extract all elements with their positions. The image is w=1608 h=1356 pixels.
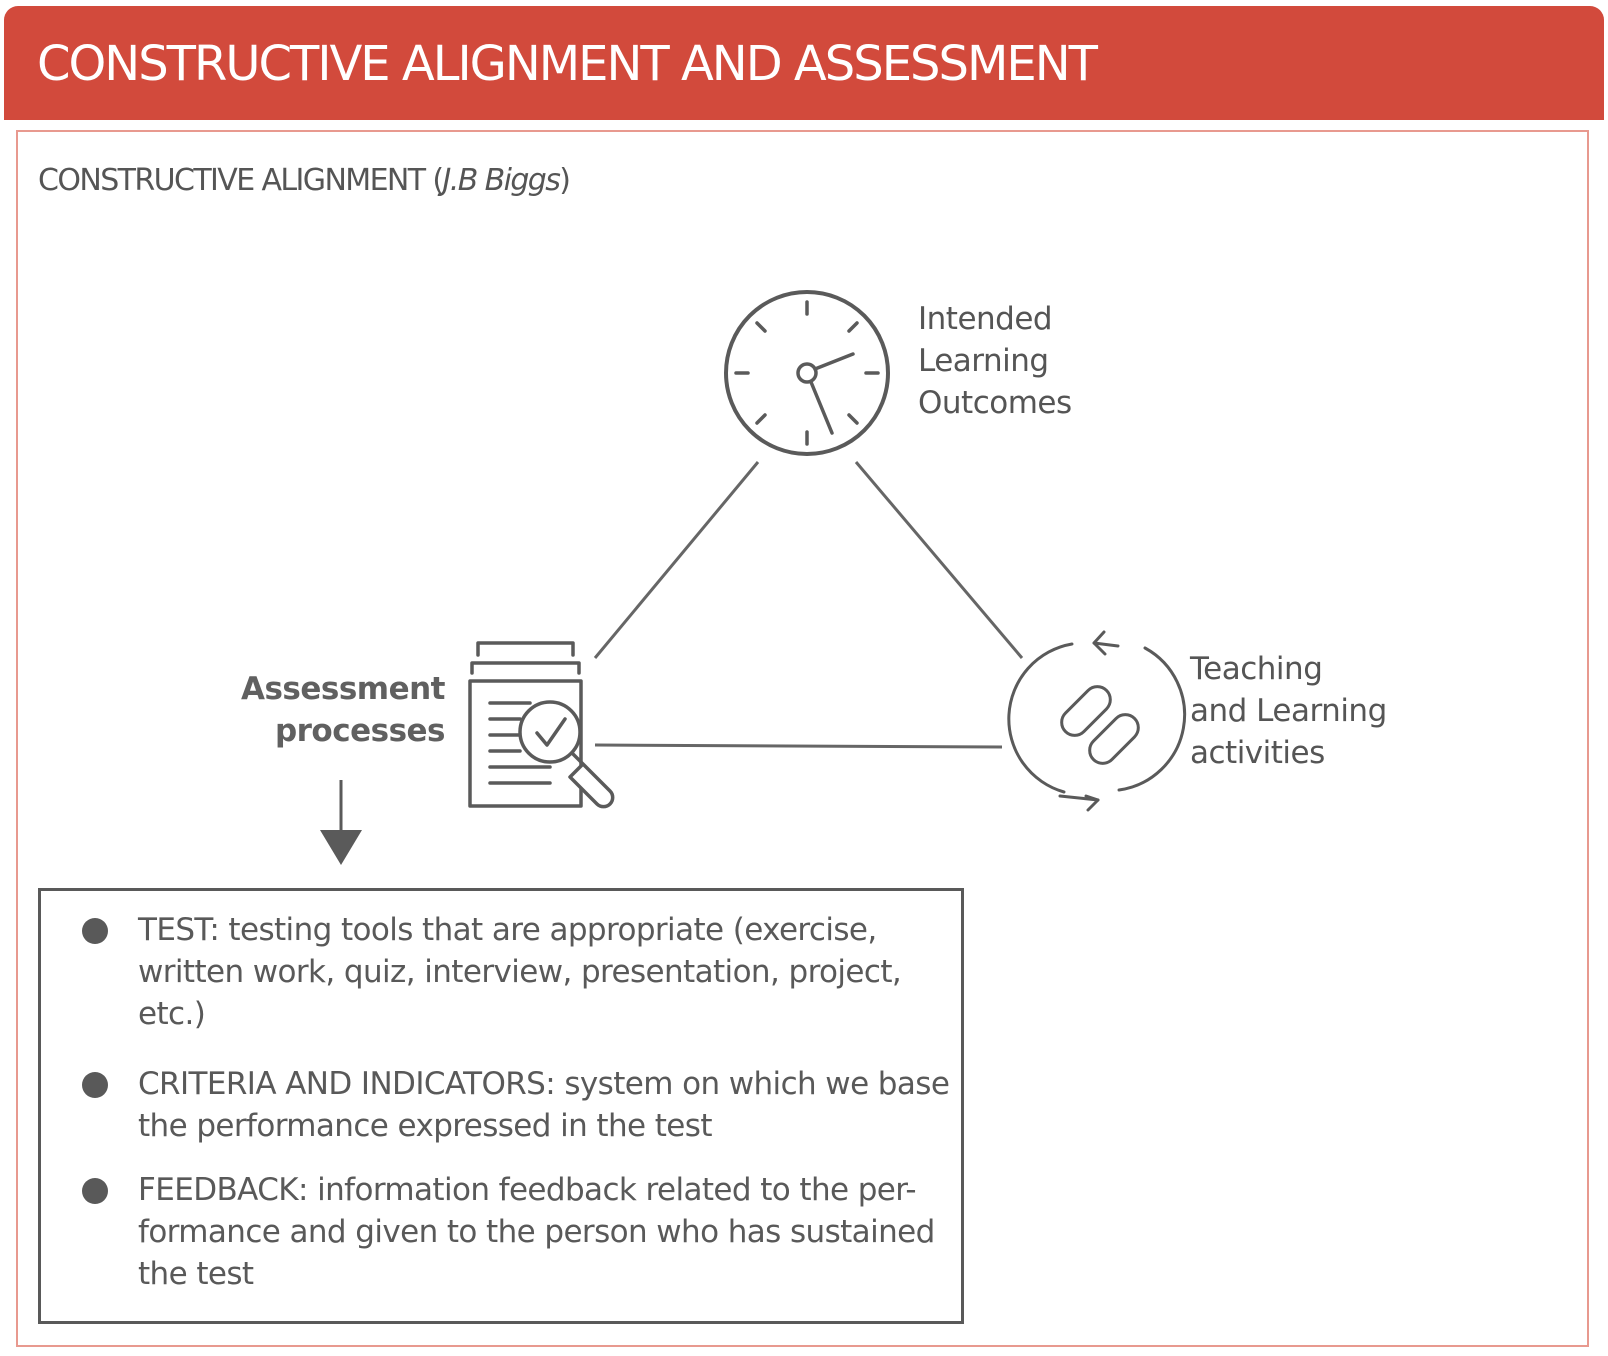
label-line: activities	[1190, 735, 1325, 771]
label-line: Intended	[918, 301, 1053, 337]
list-item: CRITERIA AND INDICATORS: system on which…	[82, 1063, 950, 1147]
label-line: processes	[274, 713, 446, 749]
assessment-criteria-box: TEST: testing tools that are appropriate…	[38, 888, 964, 1324]
document-magnifier-icon	[468, 641, 615, 809]
item-line: formance and given to the person who has…	[138, 1214, 935, 1250]
label-line: Teaching	[1190, 651, 1323, 687]
label-line: Learning	[918, 343, 1049, 379]
label-line: and Learning	[1190, 693, 1387, 729]
content-panel	[16, 130, 1589, 1347]
link-cycle-icon	[1007, 630, 1187, 812]
page-title: CONSTRUCTIVE ALIGNMENT AND ASSESSMENT	[37, 36, 1098, 92]
item-line: CRITERIA AND INDICATORS: system on which…	[138, 1066, 950, 1102]
list-item: TEST: testing tools that are appropriate…	[82, 909, 950, 1035]
clock-icon	[724, 290, 890, 456]
item-line: the performance expressed in the test	[138, 1108, 712, 1144]
label-teaching-learning-activities: Teaching and Learning activities	[1190, 648, 1387, 774]
item-line: FEEDBACK: information feedback related t…	[138, 1172, 917, 1208]
bullet-icon	[82, 918, 108, 944]
down-arrow-icon	[320, 780, 362, 865]
bullet-icon	[82, 1072, 108, 1098]
label-assessment-processes: Assessment processes	[230, 668, 446, 752]
item-line: the test	[138, 1256, 254, 1292]
connector-ilo-tla	[854, 461, 1024, 659]
subtitle-text: CONSTRUCTIVE ALIGNMENT (	[38, 163, 444, 198]
connector-ap-tla	[594, 743, 1003, 749]
subtitle-author: J.B Biggs	[442, 163, 561, 198]
bullet-icon	[82, 1178, 108, 1204]
connector-ilo-ap	[593, 461, 760, 659]
item-line: written work, quiz, interview, presentat…	[138, 954, 902, 990]
item-line: etc.)	[138, 996, 206, 1032]
list-item: FEEDBACK: information feedback related t…	[82, 1169, 950, 1295]
header-banner: CONSTRUCTIVE ALIGNMENT AND ASSESSMENT	[4, 6, 1604, 120]
subtitle-close: )	[559, 163, 571, 198]
item-line: TEST: testing tools that are appropriate…	[138, 912, 877, 948]
diagram-subtitle: CONSTRUCTIVE ALIGNMENT (J.B Biggs)	[38, 163, 571, 198]
label-line: Outcomes	[918, 385, 1072, 421]
label-line: Assessment	[240, 671, 446, 707]
label-intended-learning-outcomes: Intended Learning Outcomes	[918, 298, 1072, 424]
